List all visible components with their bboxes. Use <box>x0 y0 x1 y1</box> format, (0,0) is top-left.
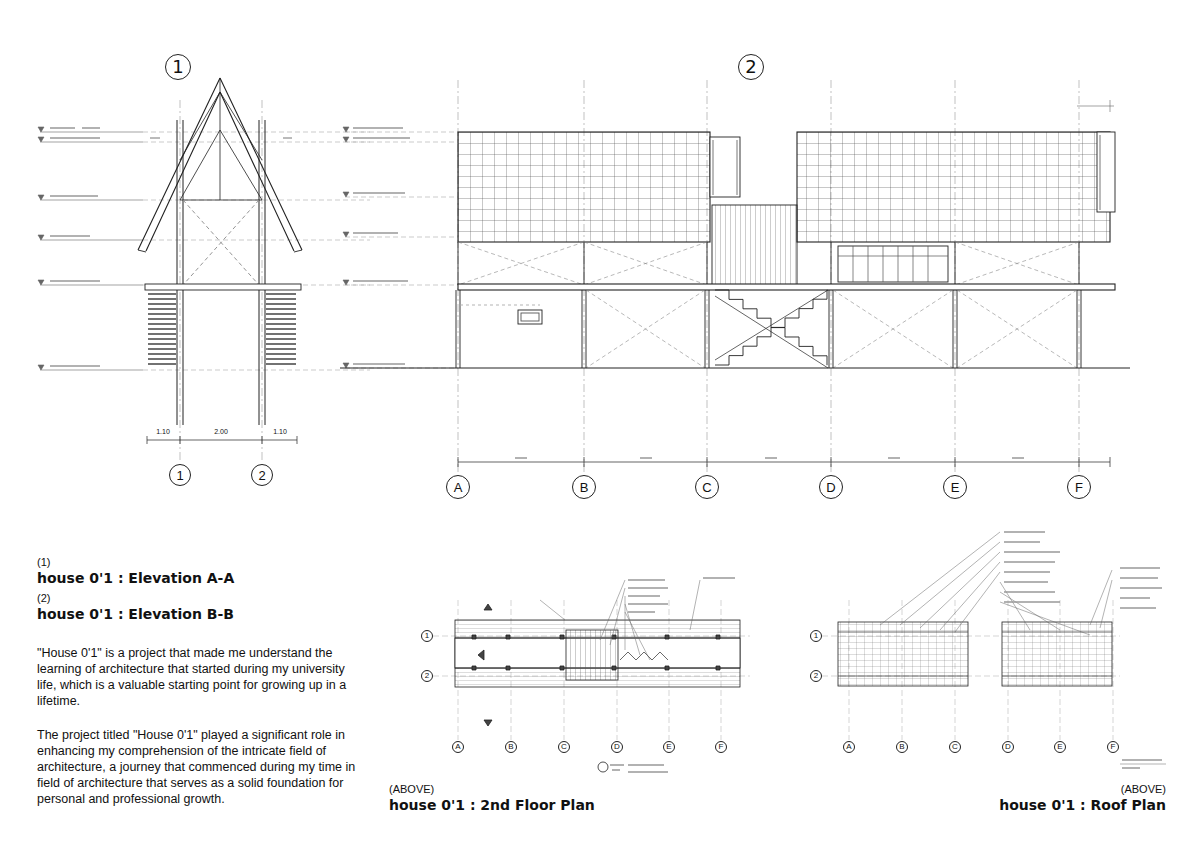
grid-label: F <box>1111 743 1116 751</box>
caption-number: (1) <box>37 555 50 569</box>
grid-bubble: 2 <box>251 464 273 486</box>
grid-label: E <box>951 481 960 494</box>
description: The project titled "House 0'1" played a … <box>37 727 367 807</box>
grid-bubble: 2 <box>810 670 822 682</box>
grid-label: D <box>1005 743 1011 751</box>
grid-bubble: 1 <box>169 464 191 486</box>
grid-label: B <box>508 743 513 751</box>
grid-bubble: C <box>558 741 570 753</box>
elevation-b-b <box>340 80 1130 473</box>
grid-label: F <box>719 743 724 751</box>
grid-label: D <box>614 743 620 751</box>
grid-label: C <box>952 743 958 751</box>
caption-title: house 0'1 : Roof Plan <box>999 796 1166 814</box>
grid-bubble: A <box>843 741 855 753</box>
grid-bubble: 1 <box>810 630 822 642</box>
grid-label: E <box>666 743 671 751</box>
grid-bubble: F <box>1107 741 1119 753</box>
grid-label: B <box>899 743 904 751</box>
grid-label: E <box>1057 743 1062 751</box>
grid-bubble: E <box>1054 741 1066 753</box>
grid-label: 2 <box>258 469 265 482</box>
grid-bubble: B <box>896 741 908 753</box>
grid-label: D <box>826 481 835 494</box>
grid-bubble: E <box>663 741 675 753</box>
caption-number: (2) <box>37 591 50 605</box>
grid-bubble: F <box>1067 475 1091 499</box>
grid-bubble: B <box>505 741 517 753</box>
description: "House 0'1" is a project that made me un… <box>37 645 367 709</box>
dimension: 1.10 <box>272 427 288 436</box>
grid-bubble: A <box>446 475 470 499</box>
grid-bubble: 1 <box>421 630 433 642</box>
drawing-number-circle: 1 <box>165 54 191 80</box>
grid-bubble: E <box>943 475 967 499</box>
grid-bubble: A <box>452 741 464 753</box>
grid-label: 1 <box>172 58 183 76</box>
grid-bubble: C <box>695 475 719 499</box>
second-floor-plan <box>433 578 750 772</box>
grid-label: 1 <box>814 632 818 640</box>
caption-title: house 0'1 : Elevation B-B <box>37 605 234 623</box>
grid-label: 2 <box>425 672 429 680</box>
caption-note: (ABOVE) <box>1121 782 1166 796</box>
grid-label: F <box>1075 481 1083 494</box>
grid-bubble: 2 <box>421 670 433 682</box>
grid-bubble: C <box>949 741 961 753</box>
dimension: 2.00 <box>213 427 229 436</box>
grid-label: 1 <box>425 632 429 640</box>
grid-label: 1 <box>176 469 183 482</box>
grid-bubble: F <box>715 741 727 753</box>
grid-bubble: D <box>611 741 623 753</box>
caption-title: house 0'1 : 2nd Floor Plan <box>389 796 595 814</box>
elevation-a-a <box>38 78 370 463</box>
grid-bubble: D <box>1002 741 1014 753</box>
grid-bubble: D <box>819 475 843 499</box>
roof-plan <box>822 532 1166 768</box>
caption-title: house 0'1 : Elevation A-A <box>37 569 234 587</box>
grid-label: C <box>702 481 711 494</box>
dimension: 1.10 <box>155 427 171 436</box>
drawing-number-circle: 2 <box>738 54 764 80</box>
grid-label: A <box>455 743 460 751</box>
grid-label: 2 <box>745 58 756 76</box>
grid-label: C <box>561 743 567 751</box>
grid-label: 2 <box>814 672 818 680</box>
grid-label: A <box>454 481 463 494</box>
grid-label: B <box>580 481 589 494</box>
grid-bubble: B <box>572 475 596 499</box>
grid-label: A <box>846 743 851 751</box>
caption-note: (ABOVE) <box>389 782 434 796</box>
